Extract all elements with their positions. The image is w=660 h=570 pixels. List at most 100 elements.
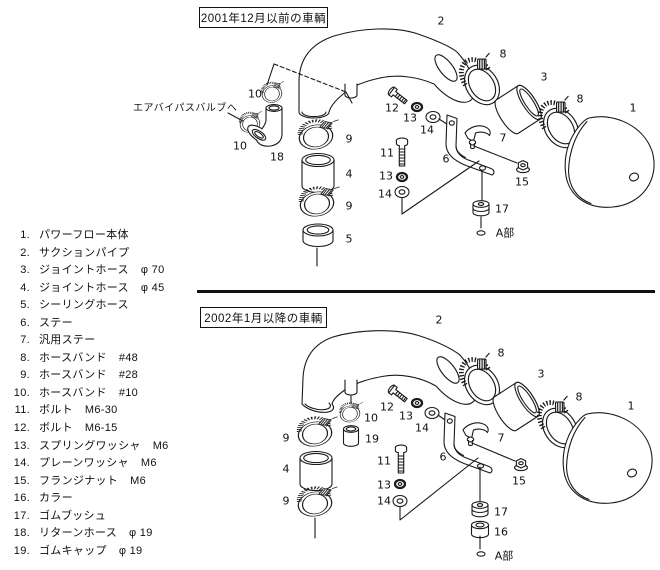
sealing-hose — [302, 223, 334, 248]
parts-item-name: サクションパイプ — [39, 246, 130, 259]
spring-washer — [393, 478, 407, 490]
pipe-outlet-rim — [434, 54, 458, 82]
callout-label: 1 — [628, 400, 635, 413]
parts-item-num: 12. — [13, 422, 30, 435]
parts-item-name: フランジナット — [39, 474, 119, 487]
parts-item-name: 汎用ステー — [39, 334, 96, 347]
flange-nut — [514, 458, 528, 472]
parts-list-item: 17. ゴムブッシュ — [4, 508, 169, 526]
spring-washer — [395, 171, 409, 183]
callout-label: 8 — [577, 93, 584, 106]
pointer-line-dashed — [273, 63, 347, 93]
parts-item-name: ホースバンド — [39, 351, 107, 364]
parts-item-name: ホースバンド — [39, 369, 107, 382]
parts-list-item: 3. ジョイントホース φ 70 — [4, 262, 169, 280]
plain-washer — [425, 110, 441, 124]
callout-label: 9 — [346, 200, 353, 213]
parts-list-item: 5.シーリングホース — [4, 297, 169, 315]
collar — [470, 520, 490, 539]
parts-list-item: 7.汎用ステー — [4, 332, 169, 350]
parts-item-num: 2. — [20, 246, 30, 259]
parts-item-spec: #48 — [118, 351, 139, 364]
parts-item-num: 18. — [13, 527, 30, 540]
parts-item-spec: M6 — [140, 457, 157, 470]
joint-hose-45 — [299, 450, 333, 492]
parts-item-spec: M6-15 — [84, 422, 118, 435]
parts-item-name: ゴムブッシュ — [39, 509, 107, 522]
parts-item-spec: φ 70 — [140, 264, 165, 277]
parts-list-item: 6.ステー — [4, 315, 169, 333]
callout-label: 3 — [541, 71, 548, 84]
parts-item-spec: M6-30 — [84, 404, 118, 417]
suction-pipe — [301, 330, 478, 413]
callout-label: 17 — [495, 203, 509, 216]
a-part-mark — [476, 230, 486, 236]
callout-label: 18 — [270, 151, 284, 164]
parts-item-spec: M6 — [152, 439, 169, 452]
parts-item-num: 10. — [13, 386, 30, 399]
parts-item-name: シーリングホース — [39, 299, 129, 312]
parts-item-num: 15. — [13, 474, 30, 487]
callout-label: 7 — [500, 132, 507, 145]
annotation-leader — [227, 112, 244, 122]
parts-item-name: プレーンワッシャ — [39, 457, 129, 470]
callout-label: 19 — [365, 433, 379, 446]
flange-nut — [516, 160, 530, 174]
parts-item-spec: M6 — [130, 474, 146, 487]
parts-list-item: 15. フランジナット M6 — [4, 473, 169, 491]
pointer-line — [345, 91, 353, 104]
fastener-leader — [399, 457, 479, 521]
parts-item-num: 9. — [20, 369, 30, 382]
parts-item-name: カラー — [39, 492, 73, 505]
parts-item-name: パワーフロー本体 — [39, 229, 129, 241]
bypass-nipple — [344, 83, 358, 99]
callout-label: 10 — [233, 140, 247, 153]
callout-label: 9 — [283, 495, 290, 508]
callout-label: 13 — [379, 170, 393, 183]
plain-washer — [394, 185, 410, 199]
hose-band-10 — [336, 398, 368, 426]
callout-label: 5 — [346, 233, 353, 246]
rubber-bushing — [471, 501, 489, 518]
callout-label: 6 — [440, 451, 447, 464]
section-header-after-2002: 2002年1月以降の車輌 — [200, 307, 327, 328]
parts-item-spec: φ 45 — [140, 281, 165, 294]
pipe-outlet-rim — [436, 356, 460, 384]
stud-leader — [471, 442, 516, 462]
parts-item-num: 8. — [20, 351, 30, 364]
parts-item-num: 17. — [13, 509, 30, 522]
power-flow-body — [564, 116, 655, 208]
parts-item-name: ホースバンド — [39, 386, 107, 399]
fastener-leader — [401, 160, 480, 215]
parts-list-item: 10.ホースバンド#10 — [4, 385, 169, 403]
parts-item-num: 3. — [20, 264, 30, 277]
callout-label: 15 — [515, 176, 529, 189]
parts-item-name: ボルト — [39, 404, 73, 417]
parts-item-name: ステー — [39, 316, 73, 329]
callout-label: 13 — [403, 112, 417, 125]
bolt-m6-30 — [395, 137, 409, 167]
callout-label: 7 — [498, 432, 505, 445]
callout-label: 11 — [377, 455, 391, 468]
parts-item-num: 1. — [20, 229, 30, 241]
rubber-bushing — [472, 200, 490, 217]
stay-bracket — [443, 412, 493, 474]
callout-label: 16 — [494, 526, 508, 539]
diagram-before-2002: エアバイパスバルブへ 28381101018949512131467151113… — [133, 15, 655, 267]
hose-band-28 — [296, 413, 342, 448]
parts-list-item: 2. サクションパイプ — [4, 245, 169, 263]
callout-label: 14 — [420, 124, 434, 137]
callout-label: 1 — [630, 102, 637, 115]
section-header-before-2002: 2001年12月以前の車輌 — [199, 7, 328, 28]
parts-item-spec: φ 19 — [118, 544, 143, 557]
parts-item-name: ジョイントホース — [39, 264, 129, 277]
callout-label: 10 — [248, 88, 262, 101]
callout-label: 10 — [364, 412, 378, 425]
callout-label: 9 — [346, 133, 353, 146]
callout-label: 4 — [283, 463, 290, 476]
